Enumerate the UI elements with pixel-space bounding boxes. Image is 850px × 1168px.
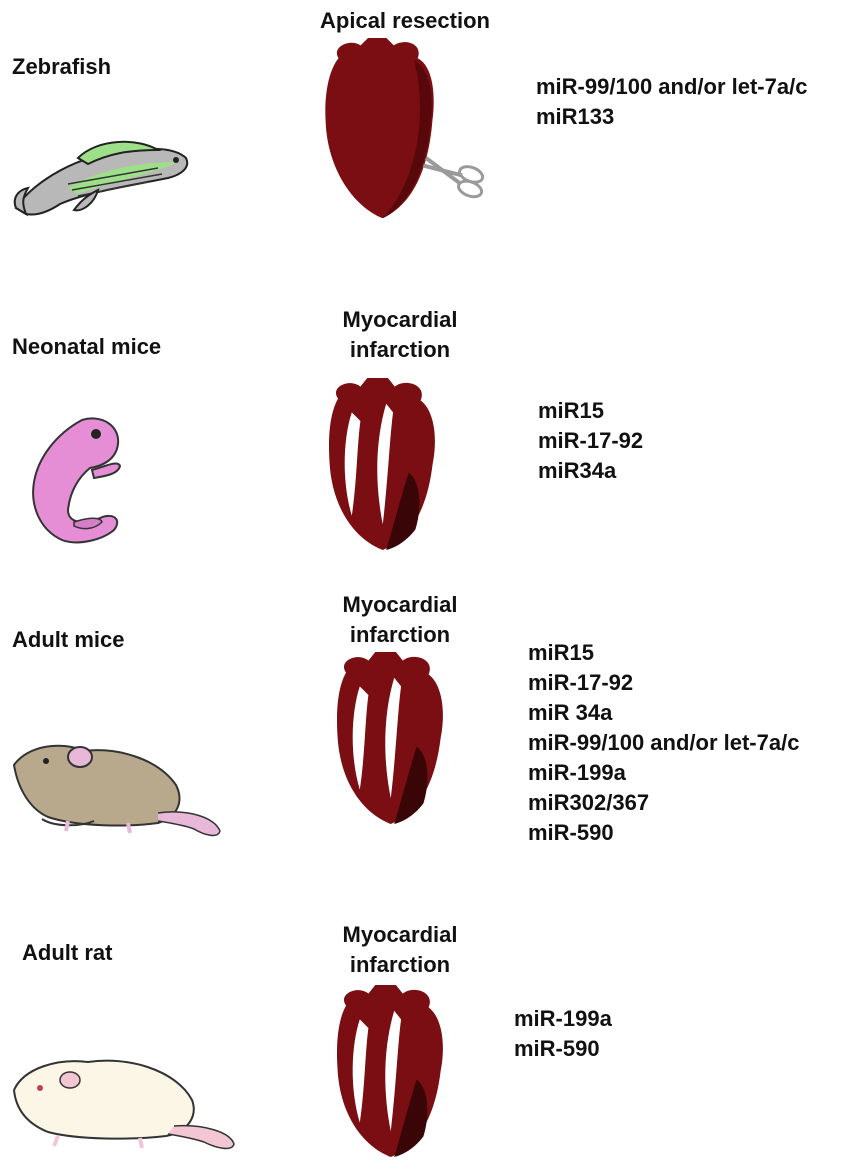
- procedure-label-zebrafish: Apical resection: [300, 6, 510, 36]
- mirna-item: miR-199a: [514, 1004, 612, 1034]
- procedure-label-neonatal-mice: Myocardial infarction: [300, 305, 500, 365]
- procedure-line: Myocardial: [300, 590, 500, 620]
- mirna-item: miR-17-92: [538, 426, 643, 456]
- zebrafish-icon: [8, 128, 193, 223]
- procedure-line: Apical resection: [300, 6, 510, 36]
- scissors-icon: [419, 151, 489, 199]
- animal-label-adult-rat: Adult rat: [22, 938, 112, 968]
- mirna-item: miR15: [528, 638, 799, 668]
- mirna-item: miR-199a: [528, 758, 799, 788]
- animal-label-neonatal-mice: Neonatal mice: [12, 332, 161, 362]
- adult-rat-icon: [8, 1040, 238, 1160]
- mirna-list-adult-rat: miR-199a miR-590: [514, 1004, 612, 1064]
- mirna-list-neonatal-mice: miR15 miR-17-92 miR34a: [538, 396, 643, 486]
- mirna-item: miR-99/100 and/or let-7a/c: [528, 728, 799, 758]
- animal-label-zebrafish: Zebrafish: [12, 52, 111, 82]
- heart-infarct-icon: [326, 378, 466, 558]
- procedure-label-adult-mice: Myocardial infarction: [300, 590, 500, 650]
- procedure-line: infarction: [300, 335, 500, 365]
- mirna-item: miR-590: [514, 1034, 612, 1064]
- mirna-list-adult-mice: miR15 miR-17-92 miR 34a miR-99/100 and/o…: [528, 638, 799, 848]
- mirna-item: miR-99/100 and/or let-7a/c: [536, 72, 807, 102]
- heart-infarct-icon: [334, 985, 474, 1165]
- mirna-item: miR302/367: [528, 788, 799, 818]
- mirna-list-zebrafish: miR-99/100 and/or let-7a/c miR133: [536, 72, 807, 132]
- procedure-line: Myocardial: [300, 920, 500, 950]
- mirna-item: miR133: [536, 102, 807, 132]
- heart-infarct-icon: [334, 652, 474, 832]
- mirna-item: miR34a: [538, 456, 643, 486]
- mirna-item: miR 34a: [528, 698, 799, 728]
- mirna-item: miR-590: [528, 818, 799, 848]
- procedure-label-adult-rat: Myocardial infarction: [300, 920, 500, 980]
- procedure-line: Myocardial: [300, 305, 500, 335]
- heart-intact-icon: [322, 38, 502, 218]
- animal-label-adult-mice: Adult mice: [12, 625, 124, 655]
- mirna-item: miR15: [538, 396, 643, 426]
- procedure-line: infarction: [300, 620, 500, 650]
- procedure-line: infarction: [300, 950, 500, 980]
- neonatal-mouse-icon: [22, 410, 132, 555]
- mirna-item: miR-17-92: [528, 668, 799, 698]
- adult-mouse-icon: [8, 735, 228, 845]
